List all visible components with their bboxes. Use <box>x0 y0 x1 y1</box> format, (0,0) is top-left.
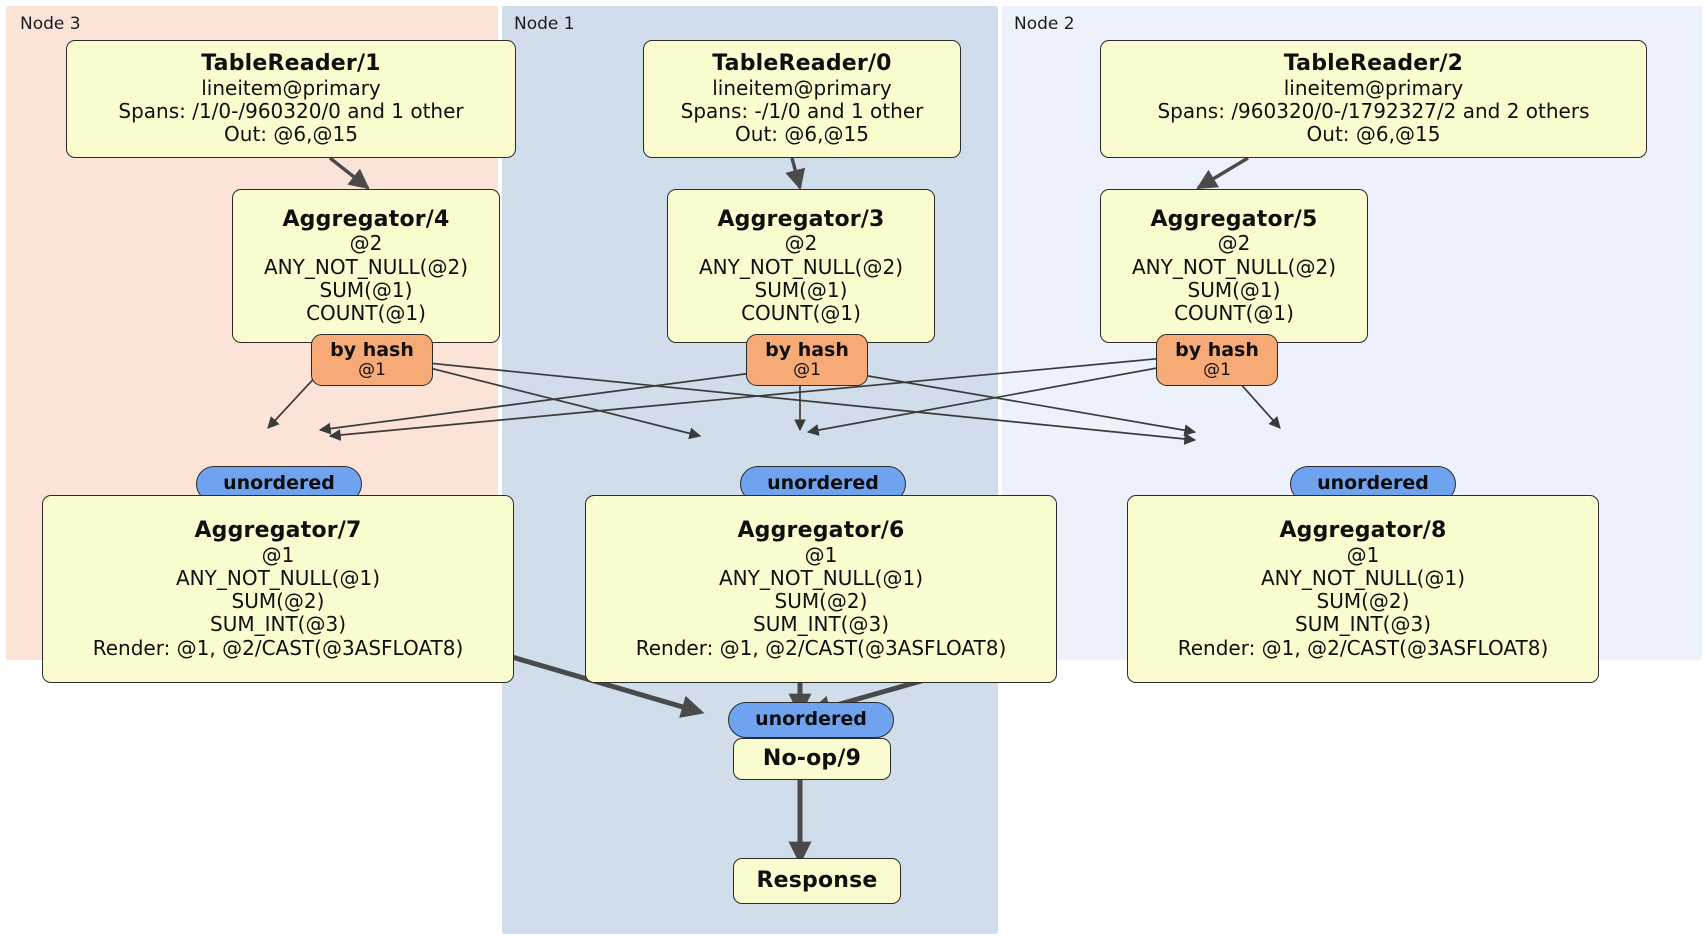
box-line: Render: @1, @2/CAST(@3ASFLOAT8) <box>635 635 1007 660</box>
box-line: lineitem@primary <box>712 75 892 100</box>
box-line: ANY_NOT_NULL(@1) <box>176 565 380 590</box>
router-label: unordered <box>1317 472 1429 495</box>
router-hash-mid[interactable]: by hash @1 <box>746 334 868 386</box>
router-label: unordered <box>755 708 867 731</box>
box-title: TableReader/2 <box>1283 51 1464 77</box>
box-line: Out: @6,@15 <box>224 122 358 147</box>
box-line: Render: @1, @2/CAST(@3ASFLOAT8) <box>92 635 464 660</box>
box-line: ANY_NOT_NULL(@2) <box>699 254 903 279</box>
box-line: SUM_INT(@3) <box>210 612 346 637</box>
box-line: COUNT(@1) <box>1174 300 1294 325</box>
box-title: Aggregator/3 <box>717 206 885 232</box>
box-line: Spans: /1/0-/960320/0 and 1 other <box>118 99 464 124</box>
box-aggregator-4[interactable]: Aggregator/4 @2 ANY_NOT_NULL(@2) SUM(@1)… <box>232 189 500 343</box>
box-line: ANY_NOT_NULL(@1) <box>719 565 923 590</box>
box-aggregator-5[interactable]: Aggregator/5 @2 ANY_NOT_NULL(@2) SUM(@1)… <box>1100 189 1368 343</box>
box-line: Out: @6,@15 <box>735 122 869 147</box>
box-title: TableReader/0 <box>712 51 892 77</box>
box-line: SUM(@1) <box>319 277 413 302</box>
router-sub: @1 <box>358 360 386 381</box>
box-line: Spans: -/1/0 and 1 other <box>680 99 924 124</box>
box-line: SUM(@2) <box>774 589 868 614</box>
router-hash-left[interactable]: by hash @1 <box>311 334 433 386</box>
box-line: @1 <box>1346 542 1380 567</box>
box-line: Render: @1, @2/CAST(@3ASFLOAT8) <box>1177 635 1549 660</box>
box-tablereader-0[interactable]: TableReader/0 lineitem@primary Spans: -/… <box>643 40 961 158</box>
router-label: by hash <box>330 338 414 361</box>
box-line: ANY_NOT_NULL(@1) <box>1261 565 1465 590</box>
box-title: Aggregator/4 <box>282 206 450 232</box>
router-label: by hash <box>765 338 849 361</box>
box-line: SUM_INT(@3) <box>753 612 889 637</box>
box-line: SUM(@1) <box>754 277 848 302</box>
box-line: Out: @6,@15 <box>1306 122 1441 147</box>
box-aggregator-6[interactable]: Aggregator/6 @1 ANY_NOT_NULL(@1) SUM(@2)… <box>585 495 1057 683</box>
box-line: Spans: /960320/0-/1792327/2 and 2 others <box>1157 99 1590 124</box>
router-label: by hash <box>1175 338 1259 361</box>
box-line: @2 <box>1217 231 1251 256</box>
box-line: @1 <box>804 542 838 567</box>
router-hash-right[interactable]: by hash @1 <box>1156 334 1278 386</box>
box-line: @1 <box>261 542 295 567</box>
box-aggregator-3[interactable]: Aggregator/3 @2 ANY_NOT_NULL(@2) SUM(@1)… <box>667 189 935 343</box>
box-title: Aggregator/6 <box>737 518 905 544</box>
box-aggregator-8[interactable]: Aggregator/8 @1 ANY_NOT_NULL(@1) SUM(@2)… <box>1127 495 1599 683</box>
box-line: COUNT(@1) <box>741 300 861 325</box>
box-aggregator-7[interactable]: Aggregator/7 @1 ANY_NOT_NULL(@1) SUM(@2)… <box>42 495 514 683</box>
router-label: unordered <box>223 472 335 495</box>
box-line: SUM(@2) <box>231 589 325 614</box>
box-line: SUM(@2) <box>1316 589 1410 614</box>
box-title: TableReader/1 <box>201 51 381 77</box>
box-line: @2 <box>349 231 383 256</box>
box-title: Response <box>756 868 878 894</box>
node-label-node1: Node 1 <box>514 14 575 34</box>
box-title: Aggregator/5 <box>1150 206 1318 232</box>
box-line: @2 <box>784 231 818 256</box>
box-line: ANY_NOT_NULL(@2) <box>264 254 468 279</box>
box-line: ANY_NOT_NULL(@2) <box>1132 254 1336 279</box>
box-noop-9[interactable]: No-op/9 <box>733 738 891 780</box>
box-response[interactable]: Response <box>733 858 901 904</box>
box-line: SUM_INT(@3) <box>1295 612 1431 637</box>
router-unordered-final[interactable]: unordered <box>728 702 894 738</box>
box-title: Aggregator/8 <box>1279 518 1447 544</box>
box-line: SUM(@1) <box>1187 277 1281 302</box>
box-line: lineitem@primary <box>201 75 381 100</box>
box-tablereader-2[interactable]: TableReader/2 lineitem@primary Spans: /9… <box>1100 40 1647 158</box>
box-line: COUNT(@1) <box>306 300 426 325</box>
node-label-node2: Node 2 <box>1014 14 1075 34</box>
router-sub: @1 <box>793 360 821 381</box>
box-title: No-op/9 <box>762 746 862 772</box>
box-tablereader-1[interactable]: TableReader/1 lineitem@primary Spans: /1… <box>66 40 516 158</box>
box-line: lineitem@primary <box>1283 75 1464 100</box>
box-title: Aggregator/7 <box>194 518 362 544</box>
router-label: unordered <box>767 472 879 495</box>
node-label-node3: Node 3 <box>20 14 81 34</box>
router-sub: @1 <box>1203 360 1231 381</box>
